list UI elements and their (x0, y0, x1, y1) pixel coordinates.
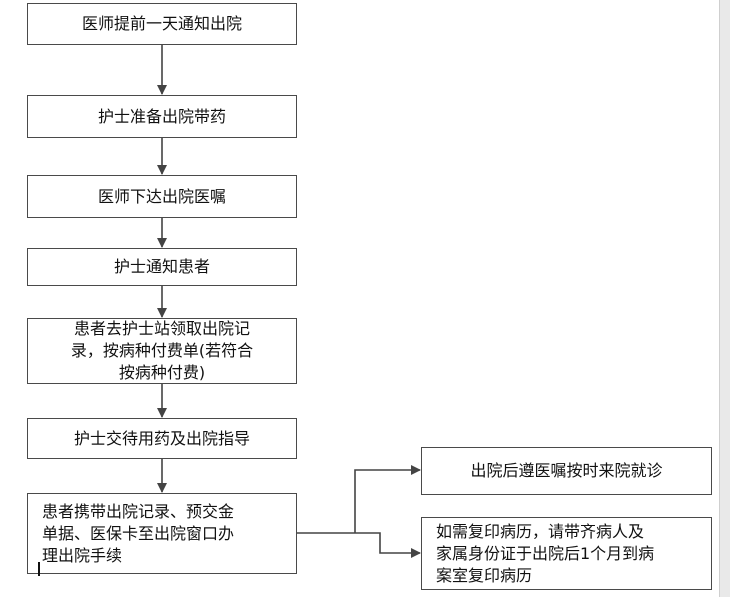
step-text: 护士准备出院带药 (97, 106, 226, 126)
step-nurse-guidance: 护士交待用药及出院指导 (27, 418, 297, 459)
branch-copy-records: 如需复印病历，请带齐病人及 家属身份证于出院后1个月到病 案室复印病历 (421, 517, 712, 590)
branch-followup-visit: 出院后遵医嘱按时来院就诊 (421, 447, 712, 495)
step-text: 护士交待用药及出院指导 (73, 428, 250, 448)
branch-text: 如需复印病历，请带齐病人及 家属身份证于出院后1个月到病 案室复印病历 (436, 521, 655, 585)
step-doctor-discharge-order: 医师下达出院医嘱 (27, 175, 297, 218)
arrow-to-branch1 (354, 465, 421, 533)
step-nurse-notify-patient: 护士通知患者 (27, 248, 297, 286)
step-text: 护士通知患者 (113, 257, 210, 276)
step-text: 患者携带出院记录、预交金 单据、医保卡至出院窗口办 理出院手续 (42, 501, 235, 565)
step-text: 患者去护士站领取出院记 录，按病种付费单(若符合 按病种付费) (70, 319, 254, 382)
vertical-scrollbar[interactable] (719, 0, 730, 597)
arrow-to-branch2 (355, 532, 421, 558)
step-text: 医师提前一天通知出院 (81, 14, 242, 33)
step-text: 医师下达出院医嘱 (97, 186, 226, 206)
step-nurse-prepare-meds: 护士准备出院带药 (27, 95, 297, 138)
step-patient-collect-records: 患者去护士站领取出院记 录，按病种付费单(若符合 按病种付费) (27, 318, 297, 384)
step-doctor-notify-discharge: 医师提前一天通知出院 (27, 3, 297, 45)
text-cursor (38, 562, 40, 576)
step-patient-checkout: 患者携带出院记录、预交金 单据、医保卡至出院窗口办 理出院手续 (27, 493, 297, 574)
branch-text: 出院后遵医嘱按时来院就诊 (470, 461, 663, 480)
